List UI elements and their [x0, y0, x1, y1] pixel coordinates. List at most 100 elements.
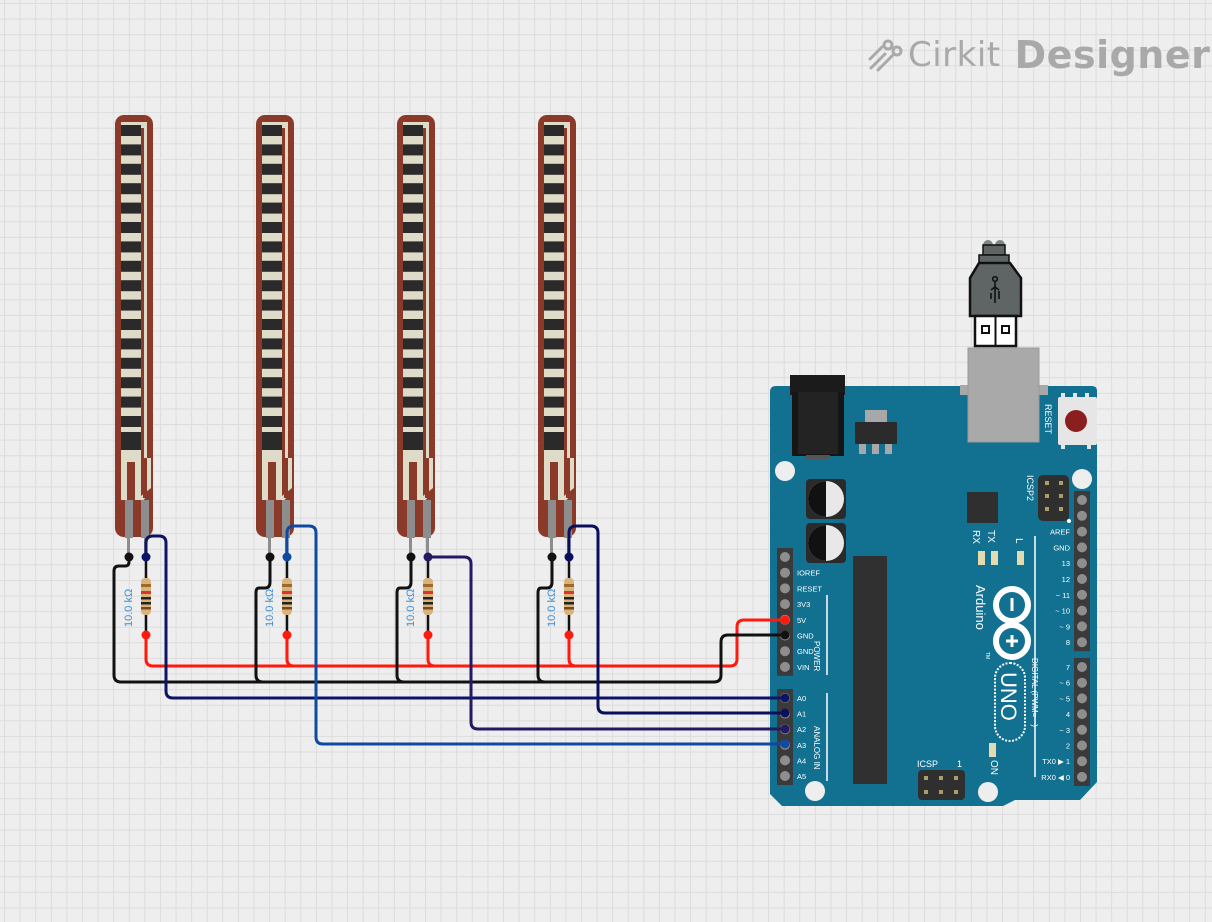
header-pin-2[interactable]: [1077, 740, 1087, 751]
mounting-hole: [1072, 469, 1092, 489]
pin-label: TX0 ▶ 1: [1042, 757, 1070, 766]
flex-stripe: [262, 144, 282, 156]
flex-pin-left: [548, 500, 556, 538]
header-pin-aref[interactable]: [1077, 526, 1087, 537]
resistor-band: [564, 607, 574, 610]
wire-signal-a1[interactable]: [567, 524, 787, 715]
resistor-band: [141, 607, 151, 610]
header-pin-12[interactable]: [1077, 574, 1087, 584]
wire-gnd-branch[interactable]: [254, 555, 272, 684]
header-pin-13[interactable]: [1077, 558, 1087, 569]
mounting-hole: [775, 461, 795, 481]
wire-signal-a3[interactable]: [285, 524, 787, 746]
flex-stripe: [403, 377, 423, 389]
resistor-10k[interactable]: 10.0 kΩ: [546, 557, 574, 635]
wire-5v[interactable]: [144, 618, 787, 668]
flex-stripe: [121, 357, 141, 369]
resistor-band: [282, 607, 292, 610]
header-pin-3[interactable]: [1077, 724, 1087, 735]
resistor-band: [564, 602, 574, 605]
flex-pin-right: [564, 500, 572, 538]
icsp2-header[interactable]: [1038, 475, 1069, 521]
tx-label: TX: [985, 530, 996, 543]
header-pin-a4[interactable]: [780, 755, 790, 766]
flex-stripe: [121, 183, 141, 195]
header-pin-rx00[interactable]: [1077, 771, 1087, 782]
wire-5v-branch[interactable]: [285, 633, 296, 668]
resistor-body: [141, 578, 151, 615]
flex-stripe: [262, 202, 282, 214]
icsp-header[interactable]: [918, 770, 965, 800]
header-pin-6[interactable]: [1077, 677, 1087, 688]
resistor-10k[interactable]: 10.0 kΩ: [123, 557, 151, 635]
pin-label: ~ 9: [1059, 622, 1070, 631]
wire-gnd-branch[interactable]: [536, 555, 554, 684]
header-pin-9[interactable]: [1077, 621, 1087, 632]
flex-stripe: [544, 416, 564, 427]
flex-stripe: [121, 163, 141, 175]
uno-model-text: UNO: [996, 672, 1021, 721]
flex-stripe: [544, 432, 564, 450]
flex-stripe: [262, 396, 282, 408]
resistor-band: [141, 584, 151, 587]
header-pin-10[interactable]: [1077, 605, 1087, 616]
flex-pin-left: [407, 500, 415, 538]
wire-signal-a2[interactable]: [426, 555, 787, 731]
wire-junction: [780, 724, 790, 734]
header-pin-7[interactable]: [1077, 662, 1087, 672]
header-pin-ioref[interactable]: [780, 567, 790, 578]
pin-label: 3V3: [797, 600, 810, 609]
header-pin-nc[interactable]: [1077, 510, 1087, 521]
resistor-body: [423, 578, 433, 615]
header-pin-nc[interactable]: [1077, 495, 1087, 505]
header-pin-gnd[interactable]: [1077, 542, 1087, 553]
header-pin-11[interactable]: [1077, 589, 1087, 600]
header-pin-5[interactable]: [1077, 693, 1087, 704]
wire-5v-branch[interactable]: [567, 633, 578, 668]
arduino-uno[interactable]: RESET ICSP2 RX TX L: [770, 240, 1097, 806]
header-pin-gnd[interactable]: [780, 646, 790, 657]
header-pin-8[interactable]: [1077, 637, 1087, 648]
resistor-10k[interactable]: 10.0 kΩ: [405, 557, 433, 635]
flex-stripe: [403, 202, 423, 214]
header-pin-nc[interactable]: [780, 552, 790, 562]
board-pcb: [770, 386, 1097, 806]
on-led: [989, 743, 996, 757]
flex-sensor-2[interactable]: [256, 115, 294, 555]
flex-stripe: [262, 222, 282, 233]
resistor-band: [564, 597, 574, 600]
wire-gnd[interactable]: [112, 555, 787, 684]
flex-sensor-4[interactable]: [538, 115, 576, 555]
header-pin-vin[interactable]: [780, 661, 790, 672]
brand-prefix: Cirkit: [908, 35, 1001, 75]
header-pin-tx01[interactable]: [1077, 756, 1087, 767]
flex-sensor-3[interactable]: [397, 115, 435, 555]
trademark-text: TM: [984, 652, 990, 659]
flex-stripe: [403, 222, 423, 233]
header-pin-reset[interactable]: [780, 583, 790, 594]
resistor-label: 10.0 kΩ: [264, 589, 276, 627]
flex-stripe: [262, 125, 282, 136]
header-pin-4[interactable]: [1077, 709, 1087, 720]
flex-stripe: [544, 260, 564, 272]
header-housing: [777, 548, 793, 676]
flex-pin-left: [125, 500, 133, 538]
header-pin-3v3[interactable]: [780, 599, 790, 610]
pin-label: ~ 3: [1059, 726, 1070, 735]
reset-button[interactable]: [1058, 393, 1097, 449]
flex-pin-left: [266, 500, 274, 538]
wire-5v-branch[interactable]: [426, 633, 437, 668]
usb-plug[interactable]: [968, 240, 1023, 348]
resistor-10k[interactable]: 10.0 kΩ: [264, 557, 292, 635]
pin-label: 8: [1066, 638, 1070, 647]
wire-signal-a0[interactable]: [144, 534, 787, 700]
flex-sensor-1[interactable]: [115, 115, 153, 555]
wire-gnd-branch[interactable]: [395, 555, 413, 684]
header-pin-a5[interactable]: [780, 771, 790, 781]
resistor-band: [282, 584, 292, 587]
flex-stripe: [121, 319, 141, 330]
flex-stripe: [403, 396, 423, 408]
